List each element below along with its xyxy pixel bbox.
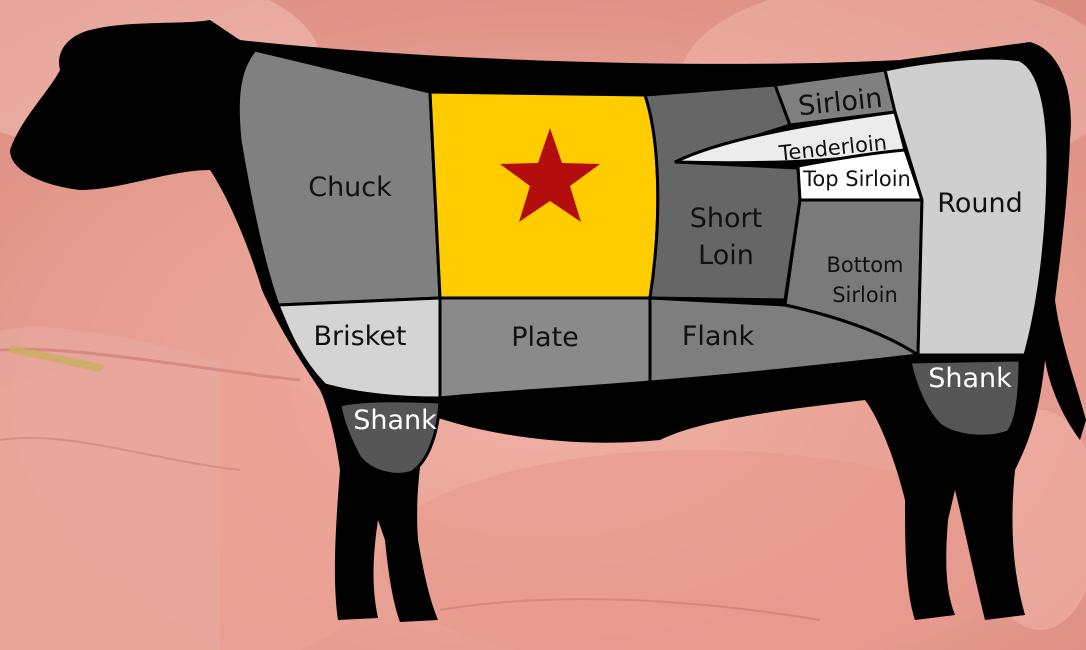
label-flank: Flank (682, 321, 755, 352)
label-chuck: Chuck (308, 172, 392, 203)
label-top-sirloin: Top Sirloin (802, 167, 911, 191)
label-brisket: Brisket (313, 321, 406, 352)
label-bottom-sirloin-line-2: Sirloin (832, 283, 898, 307)
label-bottom-sirloin-line-1: Bottom (826, 253, 903, 277)
label-fore-shank: Shank (353, 405, 437, 436)
label-short-loin-line-2: Loin (698, 240, 754, 271)
label-short-loin-line-1: Short (690, 203, 762, 234)
label-hind-shank: Shank (928, 363, 1012, 394)
label-round: Round (937, 188, 1022, 219)
label-plate: Plate (511, 322, 579, 353)
